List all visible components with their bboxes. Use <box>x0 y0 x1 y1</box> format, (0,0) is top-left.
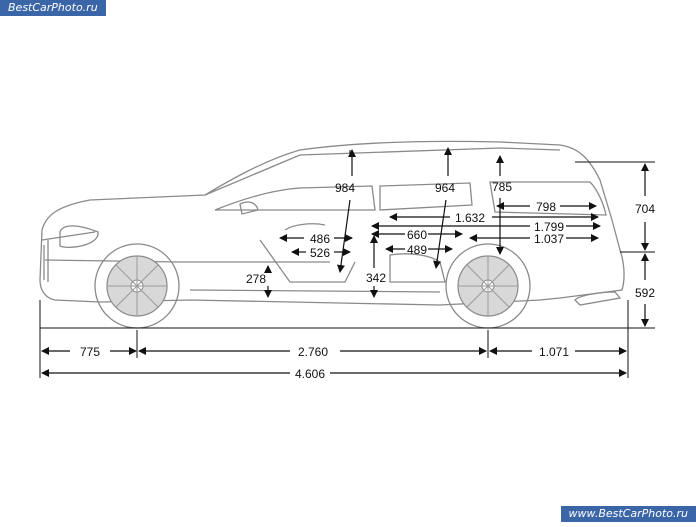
dimension-labels: 775 2.760 1.071 4.606 704 592 984 964 78… <box>80 180 655 381</box>
label-overall-length: 4.606 <box>295 367 325 381</box>
label-1799: 1.799 <box>534 220 564 234</box>
rear-wheel <box>445 243 531 329</box>
horizontal-dimension-lines <box>41 202 627 377</box>
label-cargo-height: 785 <box>492 180 512 194</box>
label-1632: 1.632 <box>455 211 485 225</box>
label-489: 489 <box>407 243 427 257</box>
label-front-headroom: 984 <box>335 181 355 195</box>
watermark-top[interactable]: BestCarPhoto.ru <box>0 0 106 16</box>
label-486: 486 <box>310 232 330 246</box>
label-rear-lower-height: 592 <box>635 286 655 300</box>
label-1037: 1.037 <box>534 232 564 246</box>
car-silhouette <box>39 140 625 306</box>
label-660: 660 <box>407 228 427 242</box>
label-front-overhang: 775 <box>80 345 100 359</box>
label-rear-overhang: 1.071 <box>539 345 569 359</box>
label-526: 526 <box>310 246 330 260</box>
label-798: 798 <box>536 200 556 214</box>
watermark-bottom[interactable]: www.BestCarPhoto.ru <box>560 506 696 522</box>
front-wheel <box>94 243 180 329</box>
ground-lines <box>39 150 655 378</box>
label-wheelbase: 2.760 <box>298 345 328 359</box>
label-rear-upper-height: 704 <box>635 202 655 216</box>
label-342: 342 <box>366 271 386 285</box>
label-278: 278 <box>246 272 266 286</box>
label-rear-headroom: 964 <box>435 181 455 195</box>
vertical-dimension-lines <box>264 147 649 327</box>
